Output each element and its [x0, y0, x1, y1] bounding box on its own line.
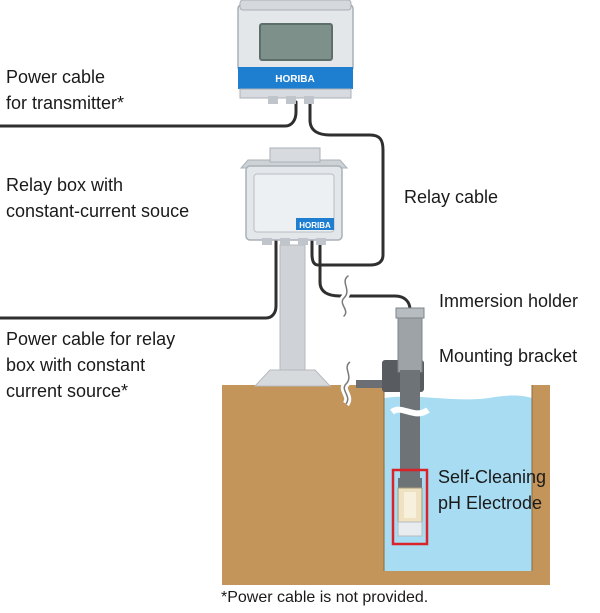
label-mounting-bracket: Mounting bracket: [439, 343, 577, 369]
transmitter-brand: HORIBA: [275, 74, 314, 85]
label-ph-electrode: Self-Cleaning pH Electrode: [438, 464, 546, 516]
relay-box-brand: HORIBA: [299, 221, 331, 230]
label-line: Power cable: [6, 67, 106, 87]
power-cable-transmitter: [0, 100, 298, 128]
label-line: Mounting bracket: [439, 346, 578, 366]
label-line: Power cable for relay: [6, 329, 176, 349]
footnote: *Power cable is not provided.: [221, 589, 429, 606]
label-line: Self-Cleaning: [438, 467, 547, 487]
relay-to-electrode-cable: [318, 238, 412, 322]
label-power-cable-relay: Power cable for relay box with constant …: [6, 326, 175, 404]
label-immersion-holder: Immersion holder: [439, 288, 578, 314]
label-line: Relay cable: [404, 187, 499, 207]
cable-break-mark-1-outline: [341, 275, 349, 317]
transmitter-to-relay-cable: [308, 100, 385, 267]
support-pole: [253, 244, 332, 387]
label-line: pH Electrode: [438, 493, 543, 513]
transmitter-unit: [237, 0, 354, 104]
label-relay-box: Relay box with constant-current souce: [6, 172, 189, 224]
power-cable-relay: [0, 238, 278, 320]
label-power-cable-transmitter: Power cable for transmitter*: [6, 64, 124, 116]
label-relay-cable: Relay cable: [404, 184, 498, 210]
label-line: Immersion holder: [439, 291, 579, 311]
relay-box: [239, 147, 349, 245]
label-line: for transmitter*: [6, 93, 125, 113]
label-line: constant-current souce: [6, 201, 190, 221]
cables: [0, 100, 412, 322]
ph-electrode: [397, 478, 423, 537]
immersion-holder: [390, 307, 430, 480]
label-line: box with constant: [6, 355, 146, 375]
electrode-highlight-box: [391, 468, 429, 546]
label-line: Relay box with: [6, 175, 124, 195]
label-line: current source*: [6, 381, 129, 401]
